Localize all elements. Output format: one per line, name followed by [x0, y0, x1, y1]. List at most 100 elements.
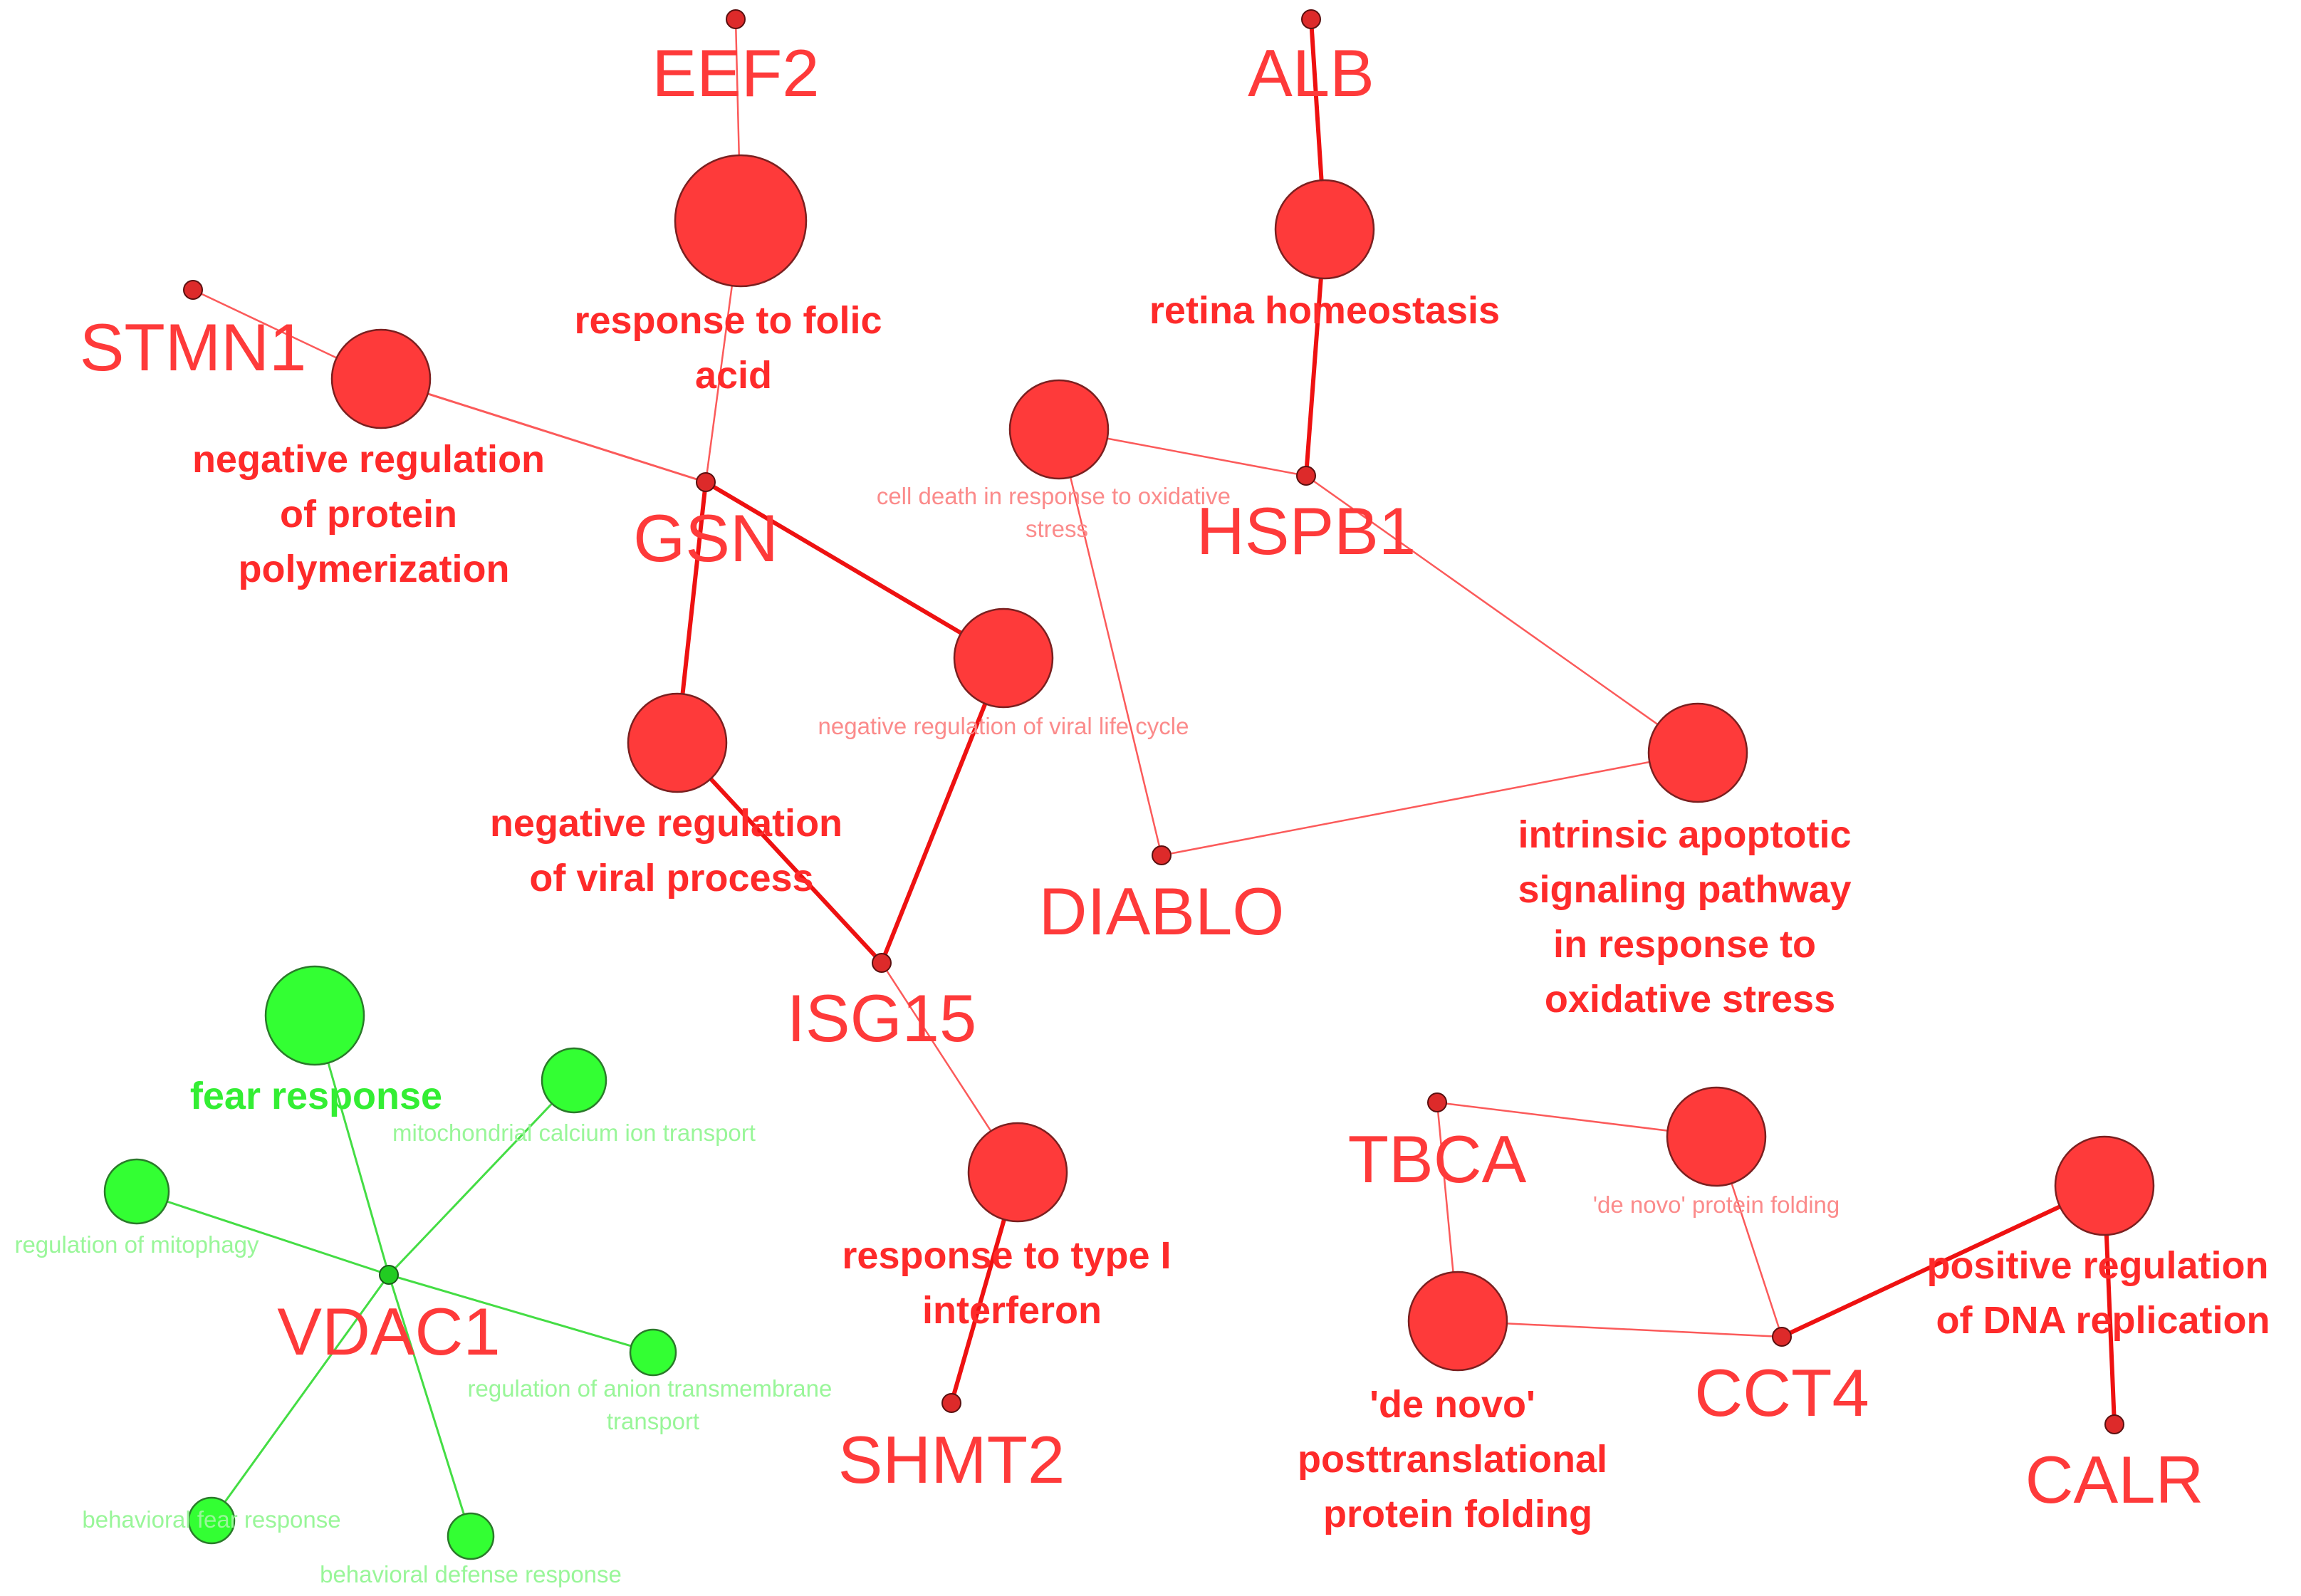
- gene-label-hspb1: HSPB1: [1196, 494, 1416, 568]
- term-node-intrinsic[interactable]: [1647, 702, 1748, 803]
- term-node-de-novo-folding[interactable]: [1666, 1086, 1767, 1187]
- gene-label-vdac1: VDAC1: [277, 1294, 500, 1369]
- term-label-dna-replication: positive regulation of DNA replication: [1926, 1244, 2279, 1342]
- term-label-intrinsic-line-2: signaling pathway: [1518, 868, 1851, 911]
- term-label-fear-line-1: fear response: [190, 1075, 442, 1117]
- term-label-interferon-line-1: response to type I: [842, 1234, 1171, 1277]
- term-label-folic: response to folic acid: [574, 299, 892, 397]
- term-label-behavioral-defense-line-1: behavioral defense response: [320, 1561, 622, 1587]
- term-node-interferon[interactable]: [967, 1122, 1068, 1223]
- term-label-mito-calcium: mitochondrial calcium ion transport: [392, 1120, 756, 1146]
- term-node-folic[interactable]: [674, 154, 808, 288]
- gene-label-tbca: TBCA: [1348, 1122, 1527, 1196]
- term-label-retina-line-1: retina homeostasis: [1149, 289, 1500, 332]
- term-node-cell-death[interactable]: [1008, 379, 1110, 480]
- gene-node-vdac1[interactable]: [379, 1265, 399, 1285]
- term-label-mitophagy-line-1: regulation of mitophagy: [14, 1231, 259, 1258]
- edge-viral-process-isg15: [675, 741, 884, 965]
- gene-node-shmt2[interactable]: [941, 1393, 961, 1413]
- term-label-polymerization-line-2: of protein: [280, 493, 457, 536]
- term-label-behavioral-fear: behavioral fear response: [82, 1506, 340, 1533]
- gene-node-cct4[interactable]: [1772, 1327, 1792, 1347]
- edge-vdac1-mito-calcium: [387, 1079, 575, 1276]
- edge-cell-death-diablo: [1058, 429, 1163, 856]
- term-label-de-novo-folding-line-1: 'de novo' protein folding: [1593, 1191, 1840, 1218]
- edge-vdac1-behavioral-defense: [387, 1274, 472, 1537]
- term-node-viral-life-cycle[interactable]: [953, 607, 1054, 709]
- gene-node-alb[interactable]: [1301, 9, 1321, 29]
- term-label-viral-process: negative regulation of viral process: [490, 802, 853, 899]
- gene-node-isg15[interactable]: [872, 953, 892, 973]
- edge-vdac1-anion: [388, 1273, 654, 1354]
- edge-diablo-intrinsic: [1161, 751, 1699, 857]
- term-label-retina: retina homeostasis: [1149, 289, 1500, 332]
- term-label-posttranslational-line-2: posttranslational: [1298, 1438, 1607, 1481]
- labels: EEF2 ALB STMN1 GSN HSPB1 DIABLO ISG15 SH…: [14, 36, 2279, 1587]
- gene-label-diablo: DIABLO: [1039, 874, 1285, 949]
- term-label-viral-life-cycle: negative regulation of viral life cycle: [818, 713, 1189, 739]
- gene-node-eef2[interactable]: [726, 9, 746, 29]
- term-label-viral-life-cycle-line-1: negative regulation of viral life cycle: [818, 713, 1189, 739]
- gene-label-gsn: GSN: [633, 501, 778, 575]
- gene-node-calr[interactable]: [2104, 1414, 2124, 1434]
- term-node-behavioral-fear[interactable]: [187, 1496, 236, 1545]
- term-label-intrinsic-line-3: in response to: [1553, 923, 1816, 966]
- term-node-polymerization[interactable]: [330, 328, 432, 429]
- term-label-intrinsic: intrinsic apoptotic signaling pathway in…: [1518, 813, 1862, 1021]
- term-label-intrinsic-line-1: intrinsic apoptotic: [1518, 813, 1851, 856]
- term-label-anion-line-1: regulation of anion transmembrane: [468, 1375, 833, 1402]
- nodes: [103, 9, 2155, 1560]
- gene-node-stmn1[interactable]: [183, 280, 203, 300]
- term-node-retina[interactable]: [1274, 179, 1375, 280]
- edge-viral-life-cycle-isg15: [880, 657, 1006, 964]
- edge-gsn-viral-life-cycle: [704, 480, 1005, 660]
- gene-node-tbca[interactable]: [1427, 1092, 1447, 1112]
- edge-vdac1-mitophagy: [136, 1190, 390, 1276]
- term-node-posttranslational[interactable]: [1407, 1271, 1508, 1372]
- gene-node-gsn[interactable]: [696, 472, 716, 492]
- edge-vdac1-behavioral-fear: [210, 1274, 390, 1521]
- term-label-cell-death-line-2: stress: [1026, 516, 1088, 542]
- term-label-viral-process-line-1: negative regulation: [490, 802, 842, 845]
- term-label-folic-line-1: response to folic: [574, 299, 882, 342]
- gene-label-cct4: CCT4: [1694, 1355, 1869, 1430]
- term-label-interferon-line-2: interferon: [922, 1289, 1102, 1332]
- term-label-folic-line-2: acid: [695, 354, 772, 397]
- term-label-polymerization-line-1: negative regulation: [192, 438, 545, 481]
- term-label-mitophagy: regulation of mitophagy: [14, 1231, 259, 1258]
- term-label-de-novo-folding: 'de novo' protein folding: [1593, 1191, 1840, 1218]
- term-label-posttranslational-line-3: protein folding: [1323, 1493, 1592, 1535]
- term-label-cell-death-line-1: cell death in response to oxidative: [877, 483, 1231, 509]
- term-label-polymerization-line-3: polymerization: [238, 548, 509, 590]
- gene-node-hspb1[interactable]: [1296, 466, 1316, 486]
- term-node-behavioral-defense[interactable]: [447, 1512, 495, 1560]
- gene-label-alb: ALB: [1248, 36, 1374, 110]
- term-label-behavioral-fear-line-1: behavioral fear response: [82, 1506, 340, 1533]
- term-label-anion-line-2: transport: [607, 1408, 699, 1434]
- edge-polymerization-gsn: [380, 377, 706, 484]
- term-node-mito-calcium[interactable]: [541, 1047, 607, 1114]
- gene-label-calr: CALR: [2025, 1442, 2204, 1517]
- gene-label-isg15: ISG15: [787, 981, 977, 1055]
- edge-posttranslational-cct4: [1457, 1320, 1783, 1338]
- term-label-fear: fear response: [190, 1075, 442, 1117]
- term-label-posttranslational-line-1: 'de novo': [1369, 1383, 1535, 1426]
- edge-hspb1-intrinsic: [1305, 474, 1699, 754]
- term-label-behavioral-defense: behavioral defense response: [320, 1561, 622, 1587]
- term-node-mitophagy[interactable]: [103, 1158, 170, 1225]
- gene-label-eef2: EEF2: [652, 36, 819, 110]
- term-label-cell-death: cell death in response to oxidative stre…: [877, 483, 1237, 542]
- term-node-viral-process[interactable]: [627, 692, 728, 793]
- term-node-fear[interactable]: [264, 965, 365, 1066]
- edge-cct4-dna-replication: [1780, 1184, 2106, 1339]
- term-label-polymerization: negative regulation of protein polymeriz…: [192, 438, 555, 590]
- term-node-anion[interactable]: [629, 1328, 677, 1377]
- term-label-intrinsic-line-4: oxidative stress: [1545, 978, 1835, 1021]
- gene-label-stmn1: STMN1: [80, 310, 307, 385]
- term-label-posttranslational: 'de novo' posttranslational protein fold…: [1298, 1383, 1618, 1535]
- term-label-anion: regulation of anion transmembrane transp…: [468, 1375, 839, 1434]
- term-label-viral-process-line-2: of viral process: [529, 857, 813, 899]
- gene-node-diablo[interactable]: [1152, 845, 1172, 865]
- term-node-dna-replication[interactable]: [2054, 1135, 2155, 1236]
